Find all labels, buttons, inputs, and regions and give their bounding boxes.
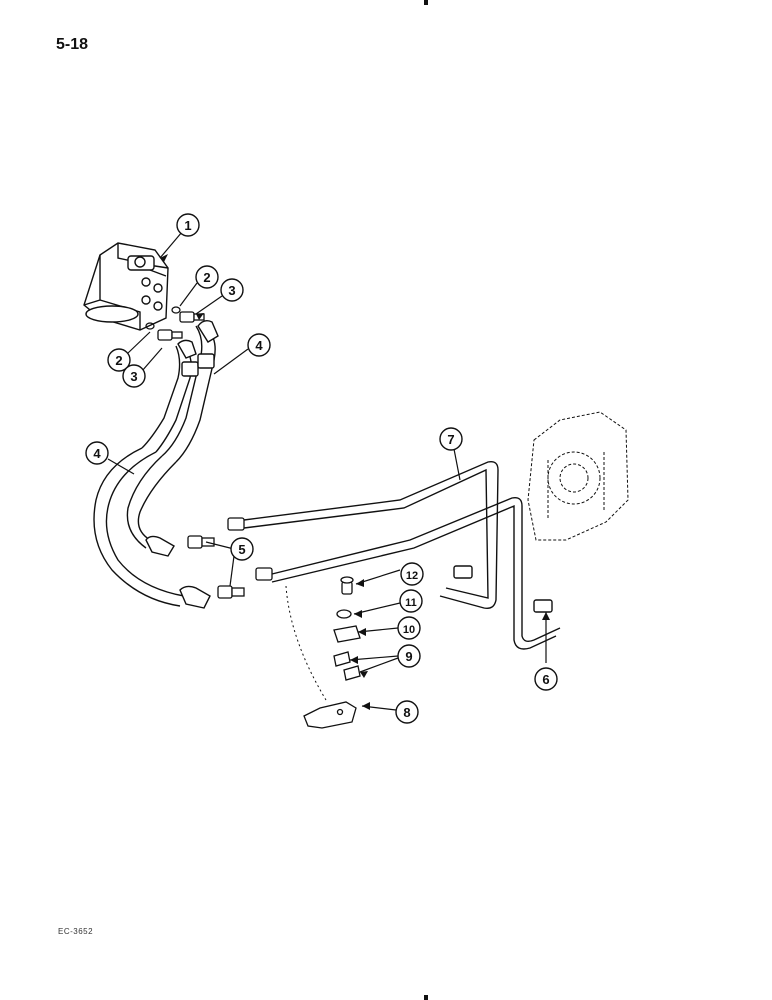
steering-cylinder-outline xyxy=(527,411,629,541)
callout-3-lower: 3 xyxy=(130,369,137,384)
callout-4-left: 4 xyxy=(93,446,101,461)
callout-4-right-circle xyxy=(247,333,271,357)
hidden-line xyxy=(285,585,327,701)
o-rings xyxy=(145,306,181,330)
bottom-registration-mark xyxy=(424,995,428,1000)
steering-control-unit xyxy=(83,242,169,331)
callout-8-circle xyxy=(395,700,419,724)
callout-11-circle xyxy=(399,589,423,613)
callout-5-circle xyxy=(230,537,254,561)
callout-12: 12 xyxy=(406,570,418,582)
callout-3-upper-circle xyxy=(220,278,244,302)
callout-8: 8 xyxy=(403,705,410,720)
callout-5: 5 xyxy=(238,542,245,557)
steering-pipes xyxy=(243,460,561,650)
callout-12-circle xyxy=(400,562,424,586)
top-registration-mark xyxy=(424,0,428,5)
callout-7: 7 xyxy=(447,432,454,447)
callout-6-circle xyxy=(534,667,558,691)
callout-2-lower: 2 xyxy=(115,353,122,368)
arrowheads xyxy=(160,254,550,710)
callout-10-circle xyxy=(397,616,421,640)
callout-labels: 1 2 3 2 3 4 4 7 5 12 11 10 9 8 6 xyxy=(93,218,549,720)
leader-lines xyxy=(107,231,547,711)
callout-1-circle xyxy=(176,213,200,237)
callout-11: 11 xyxy=(405,597,417,609)
hoses xyxy=(93,319,219,609)
connectors xyxy=(187,517,273,599)
page-number: 5-18 xyxy=(56,36,89,53)
callout-9: 9 xyxy=(405,649,412,664)
callout-1: 1 xyxy=(184,218,191,233)
callout-3-upper: 3 xyxy=(228,283,235,298)
clip-assembly xyxy=(303,576,361,729)
callout-2-upper: 2 xyxy=(203,270,210,285)
callout-6: 6 xyxy=(542,672,549,687)
callout-10: 10 xyxy=(403,624,415,636)
callout-2-upper-circle xyxy=(195,265,219,289)
callout-2-lower-circle xyxy=(107,348,131,372)
illustration-reference-code: EC-3652 xyxy=(58,927,94,936)
callout-4-right: 4 xyxy=(255,338,263,353)
callout-9-circle xyxy=(397,644,421,668)
callout-4-left-circle xyxy=(85,441,109,465)
callout-bubbles xyxy=(85,213,558,724)
callout-3-lower-circle xyxy=(122,364,146,388)
callout-7-circle xyxy=(439,427,463,451)
